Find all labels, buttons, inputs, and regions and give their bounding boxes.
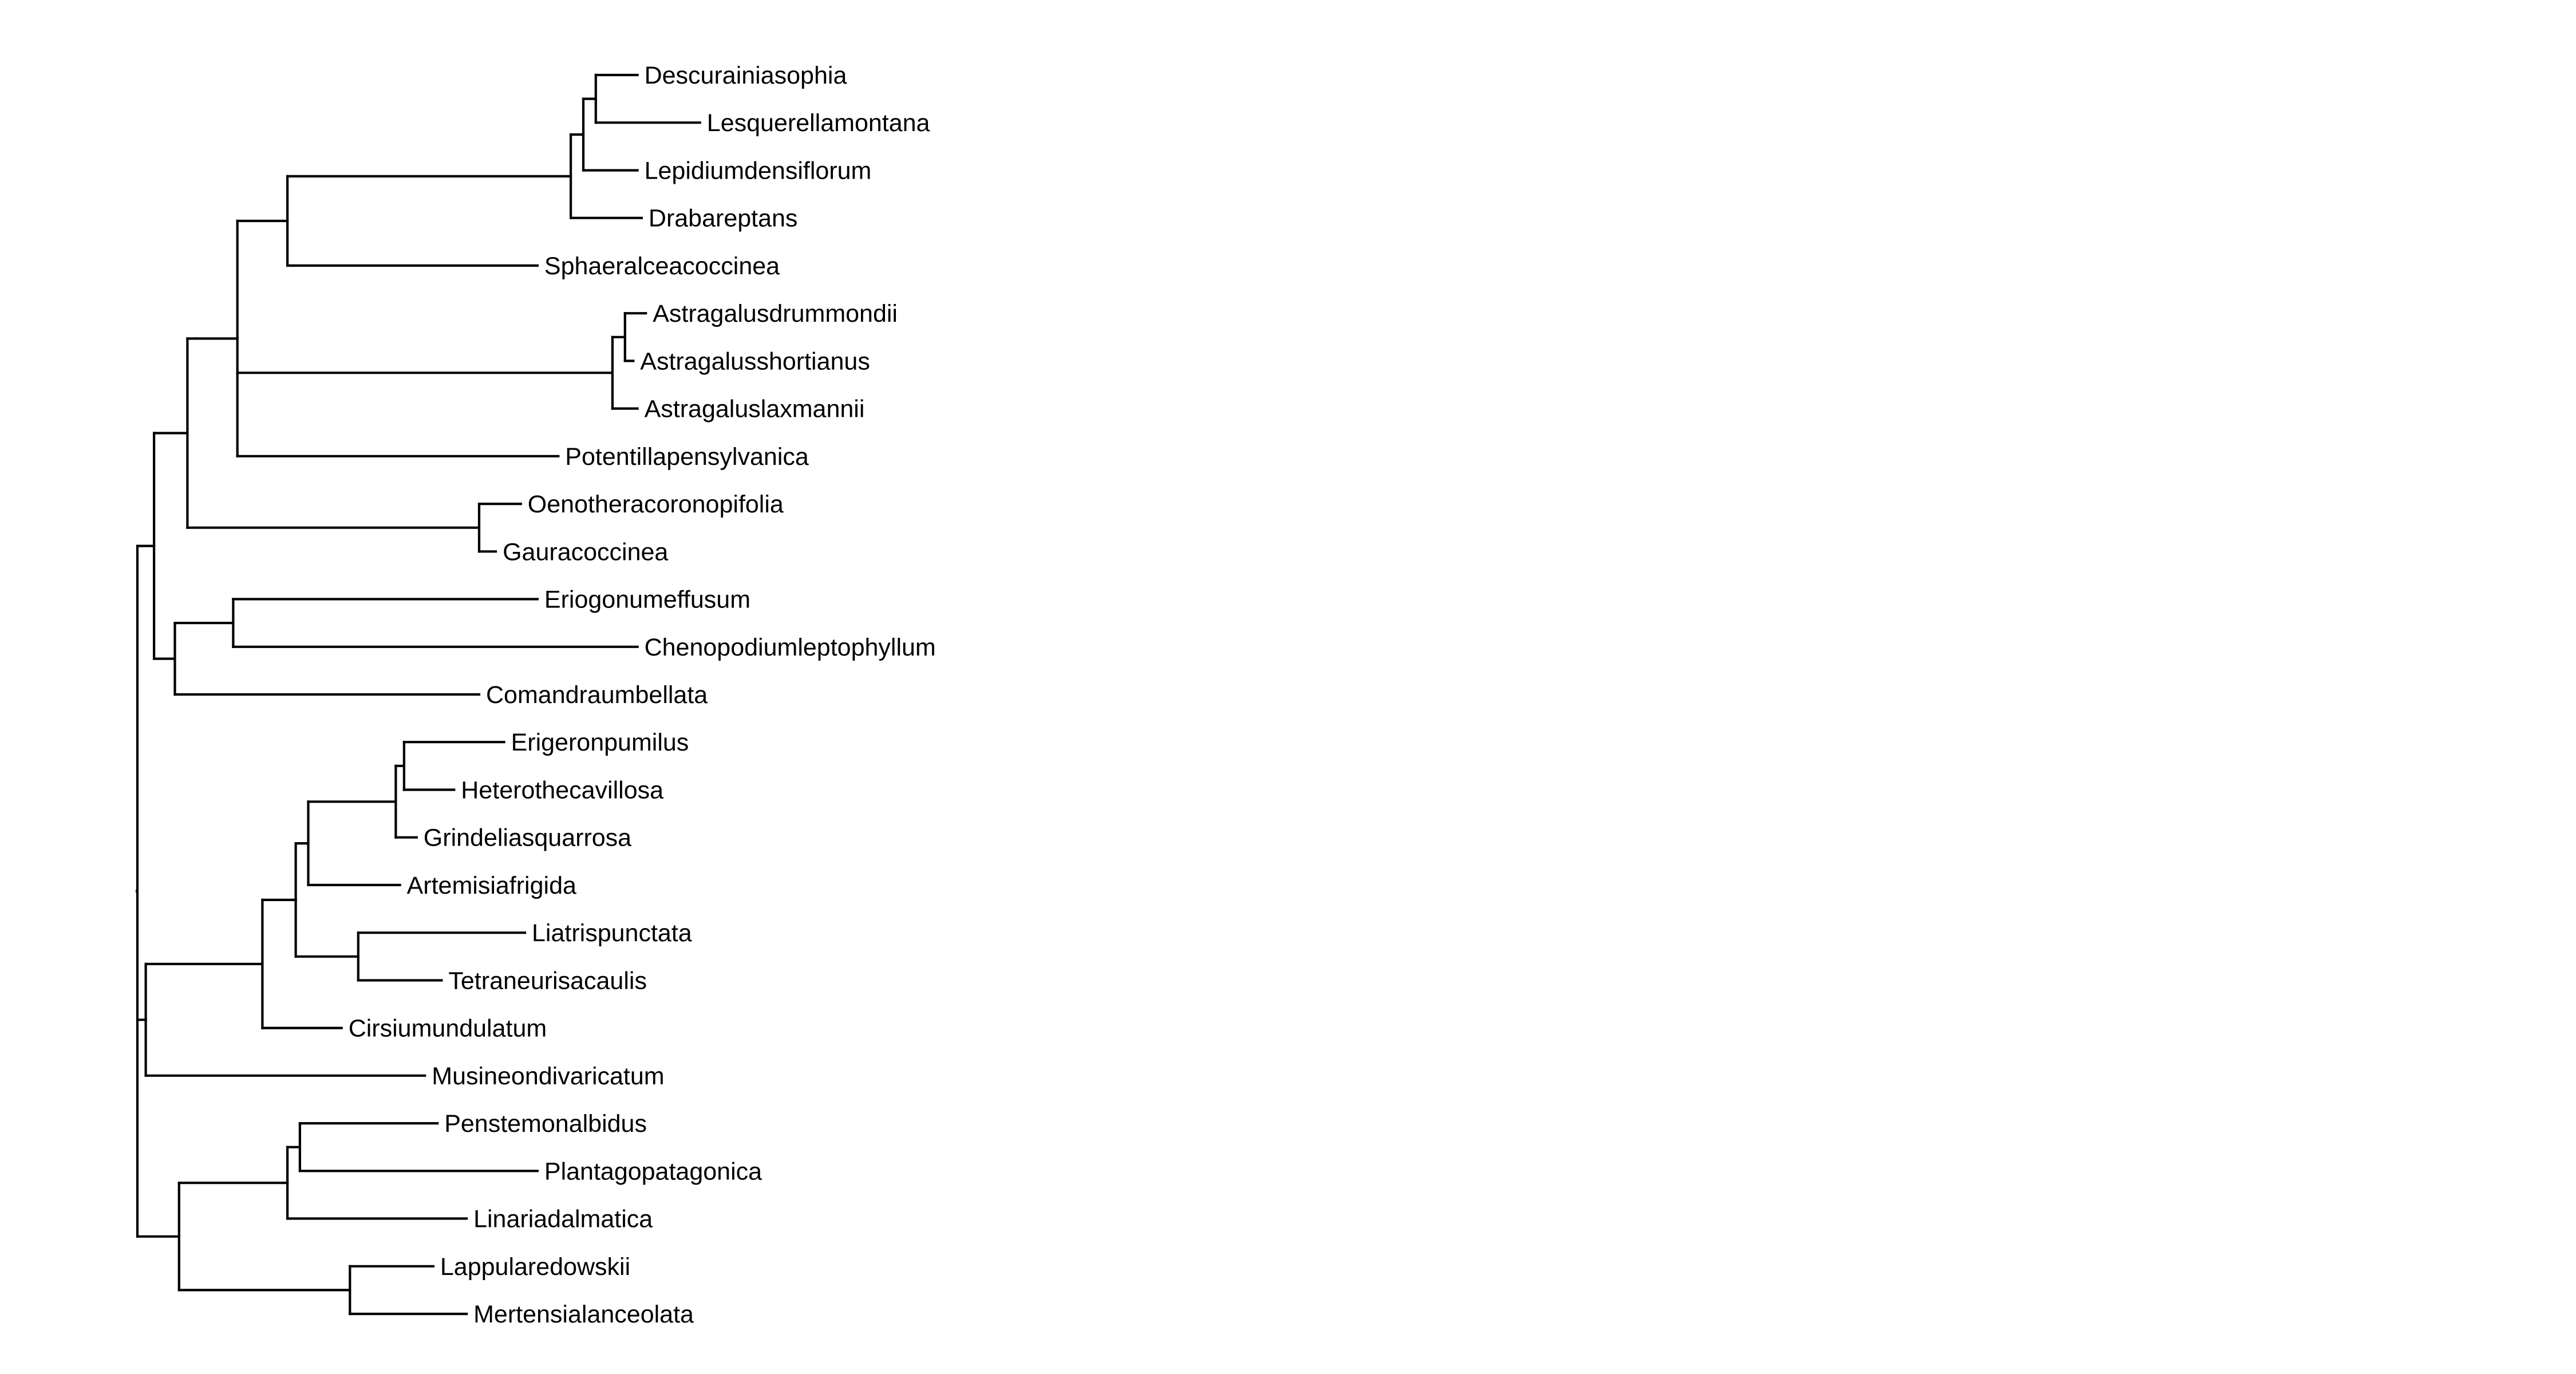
taxon-label: Astragalusshortianus (640, 348, 870, 375)
taxon-label: Astragalusdrummondii (653, 300, 898, 327)
taxon-label: Drabareptans (649, 205, 798, 232)
taxon-label: Plantagopatagonica (544, 1158, 762, 1185)
taxon-label: Lesquerellamontana (707, 109, 930, 137)
taxon-label: Descurainiasophia (645, 62, 847, 89)
taxon-label: Lepidiumdensiflorum (645, 157, 872, 185)
taxon-label: Eriogonumeffusum (544, 586, 750, 614)
taxon-label: Potentillapensylvanica (565, 443, 809, 471)
taxon-label: Astragaluslaxmannii (645, 396, 865, 423)
taxon-label: Penstemonalbidus (444, 1110, 647, 1138)
taxon-label: Comandraumbellata (486, 681, 708, 709)
taxon-label: Lappularedowskii (440, 1253, 630, 1281)
taxon-label: Linariadalmatica (473, 1206, 653, 1233)
taxon-label: Grindeliasquarrosa (424, 824, 631, 852)
taxon-label: Sphaeralceacoccinea (544, 252, 780, 280)
taxon-label: Erigeronpumilus (511, 729, 689, 756)
taxon-label: Cirsiumundulatum (349, 1015, 547, 1043)
taxon-label: Liatrispunctata (532, 919, 692, 947)
taxon-label: Heterothecavillosa (461, 777, 663, 804)
taxon-label: Chenopodiumleptophyllum (645, 634, 936, 661)
taxon-label: Mertensialanceolata (473, 1301, 694, 1328)
taxon-label: Oenotheracoronopifolia (528, 491, 784, 518)
taxon-label: Tetraneurisacaulis (448, 967, 647, 994)
taxon-label: Artemisiafrigida (407, 872, 576, 899)
taxon-label: Gauracoccinea (503, 538, 668, 566)
taxon-label: Musineondivaricatum (432, 1063, 664, 1090)
